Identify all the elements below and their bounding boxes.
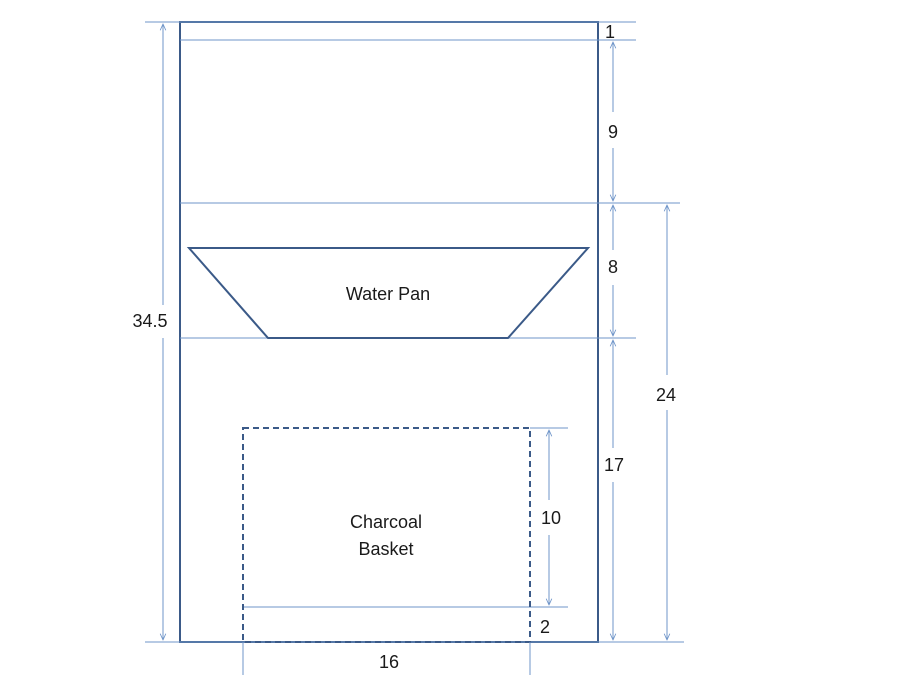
dimension-label-combined: 24	[656, 385, 676, 405]
dimension-label-top-gap: 1	[605, 22, 615, 42]
water-pan-label: Water Pan	[346, 284, 430, 304]
dimension-label-basket-width: 16	[379, 652, 399, 672]
dimension-label-basket-base: 2	[540, 617, 550, 637]
charcoal-basket-label-line1: Charcoal	[350, 512, 422, 532]
dimension-label-total-height: 34.5	[132, 311, 167, 331]
charcoal-basket-label-line2: Basket	[358, 539, 413, 559]
dimension-label-basket-height: 10	[541, 508, 561, 528]
charcoal-basket-shape	[242, 427, 531, 643]
dimension-label-lower-space: 17	[604, 455, 624, 475]
dimension-label-water-pan-height: 8	[608, 257, 618, 277]
water-pan-shape	[186, 247, 591, 339]
dimension-label-upper-space: 9	[608, 122, 618, 142]
